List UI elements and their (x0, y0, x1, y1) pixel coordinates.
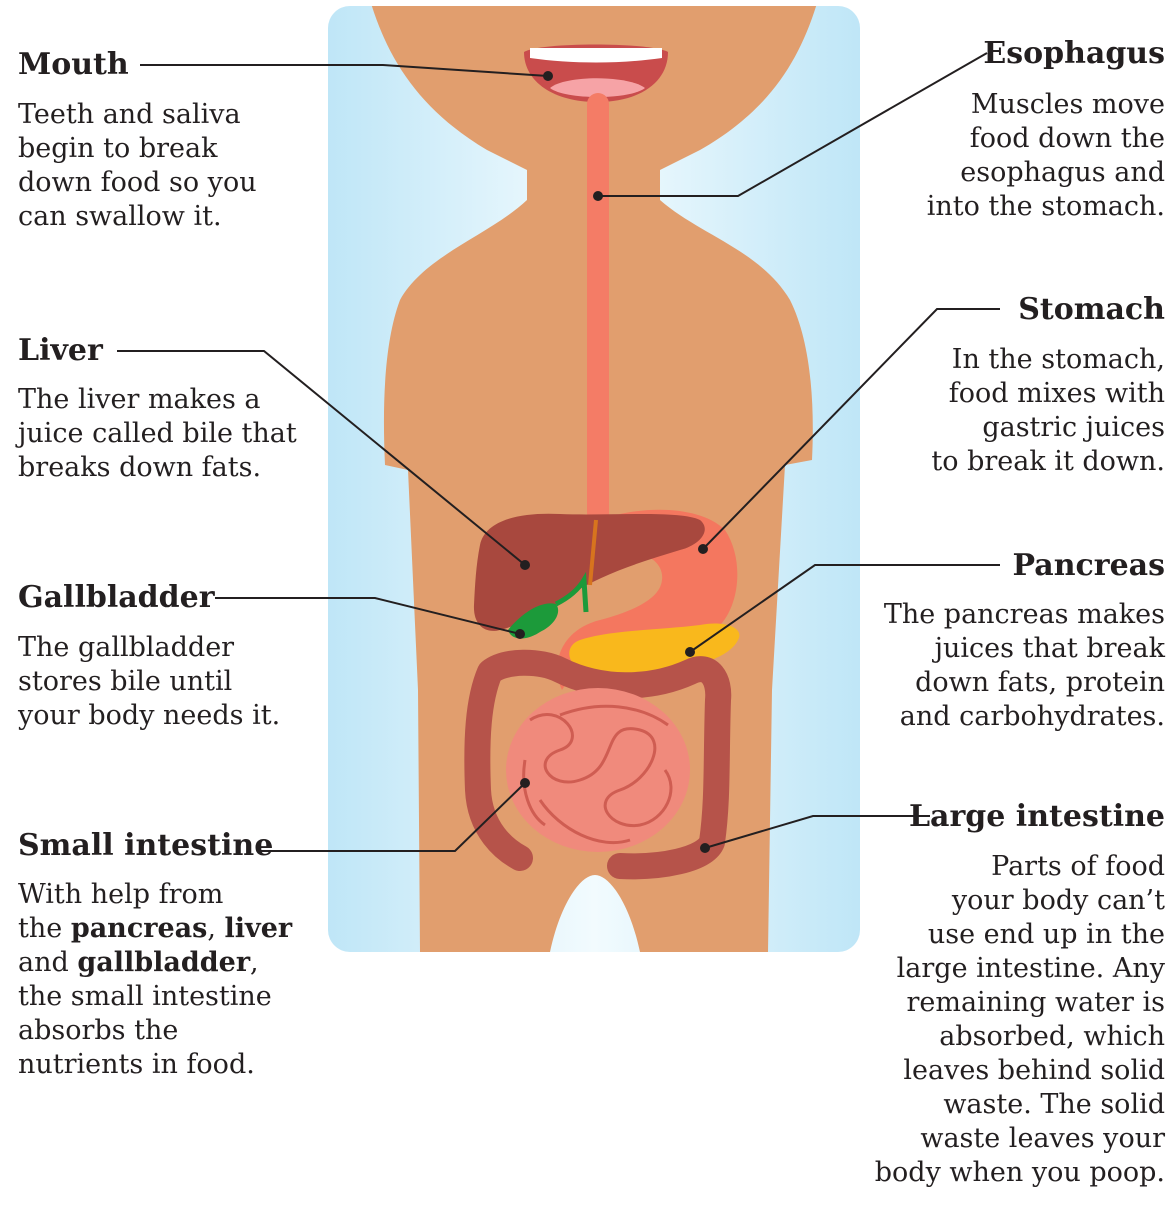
small-intestine-line: the pancreas, liver (18, 912, 292, 946)
large-intestine-line: absorbed, which (875, 1020, 1165, 1054)
text-fragment: and (18, 947, 77, 978)
large-intestine-line: body when you poop. (875, 1156, 1165, 1190)
large-intestine-line: waste. The solid (875, 1088, 1165, 1122)
esophagus-line: food down the (927, 122, 1165, 156)
large-intestine-line: Parts of food (875, 850, 1165, 884)
mouth-description: Teeth and saliva begin to break down foo… (18, 98, 257, 234)
liver-description: The liver makes a juice called bile that… (18, 383, 297, 485)
small-intestine-line: the small intestine (18, 980, 292, 1014)
small-intestine-title: Small intestine (18, 829, 273, 863)
liver-title: Liver (18, 334, 103, 368)
large-intestine-title: Large intestine (909, 800, 1165, 834)
mouth-line: can swallow it. (18, 200, 257, 234)
small-intestine-line: absorbs the (18, 1014, 292, 1048)
large-intestine-line: your body can’t (875, 884, 1165, 918)
pancreas-title: Pancreas (1013, 549, 1166, 583)
pancreas-description: The pancreas makes juices that break dow… (884, 598, 1165, 734)
small-intestine-description: With help from the pancreas, liver and g… (18, 878, 292, 1082)
large-intestine-line: remaining water is (875, 986, 1165, 1020)
gallbladder-title: Gallbladder (18, 581, 215, 615)
pancreas-bold: pancreas (71, 913, 208, 944)
large-intestine-line: large intestine. Any (875, 952, 1165, 986)
stomach-description: In the stomach, food mixes with gastric … (931, 343, 1165, 479)
esophagus-line: esophagus and (927, 156, 1165, 190)
pancreas-line: juices that break (884, 632, 1165, 666)
mouth-title: Mouth (18, 48, 129, 82)
liver-line: breaks down fats. (18, 451, 297, 485)
large-intestine-line: leaves behind solid (875, 1054, 1165, 1088)
small-intestine-line: and gallbladder, (18, 946, 292, 980)
esophagus-line: into the stomach. (927, 190, 1165, 224)
mouth-line: Teeth and saliva (18, 98, 257, 132)
liver-line: juice called bile that (18, 417, 297, 451)
mouth-line: begin to break (18, 132, 257, 166)
small-intestine-line: nutrients in food. (18, 1048, 292, 1082)
pancreas-line: and carbohydrates. (884, 700, 1165, 734)
pancreas-line: down fats, protein (884, 666, 1165, 700)
liver-bold: liver (225, 913, 293, 944)
stomach-title: Stomach (1018, 293, 1165, 327)
esophagus-description: Muscles move food down the esophagus and… (927, 88, 1165, 224)
large-intestine-line: use end up in the (875, 918, 1165, 952)
text-fragment: , (207, 913, 224, 944)
large-intestine-description: Parts of food your body can’t use end up… (875, 850, 1165, 1190)
text-fragment: the (18, 913, 71, 944)
stomach-line: gastric juices (931, 411, 1165, 445)
liver-line: The liver makes a (18, 383, 297, 417)
small-intestine-organ (506, 688, 690, 852)
stomach-line: In the stomach, (931, 343, 1165, 377)
gallbladder-description: The gallbladder stores bile until your b… (18, 631, 280, 733)
stomach-line: to break it down. (931, 445, 1165, 479)
stomach-line: food mixes with (931, 377, 1165, 411)
text-fragment: , (250, 947, 259, 978)
small-intestine-line: With help from (18, 878, 292, 912)
esophagus-title: Esophagus (983, 37, 1165, 71)
gallbladder-line: stores bile until (18, 665, 280, 699)
mouth-line: down food so you (18, 166, 257, 200)
gallbladder-bold: gallbladder (77, 947, 250, 978)
pancreas-line: The pancreas makes (884, 598, 1165, 632)
gallbladder-line: your body needs it. (18, 699, 280, 733)
esophagus-line: Muscles move (927, 88, 1165, 122)
gallbladder-line: The gallbladder (18, 631, 280, 665)
large-intestine-line: waste leaves your (875, 1122, 1165, 1156)
